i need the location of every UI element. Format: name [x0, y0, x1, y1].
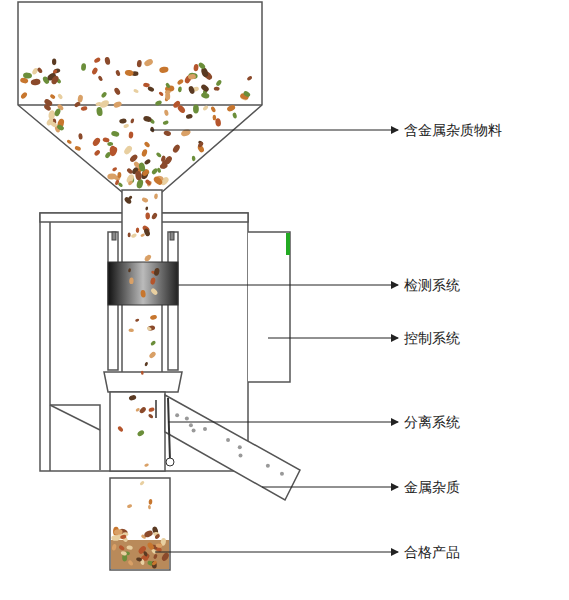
callout-label: 含金属杂质物料	[402, 122, 504, 138]
callout-label: 控制系统	[402, 330, 462, 346]
callout-label: 分离系统	[402, 414, 462, 430]
callout-label: 合格产品	[402, 544, 462, 560]
callout-label: 检测系统	[402, 277, 462, 293]
callout-label: 金属杂质	[402, 479, 462, 495]
